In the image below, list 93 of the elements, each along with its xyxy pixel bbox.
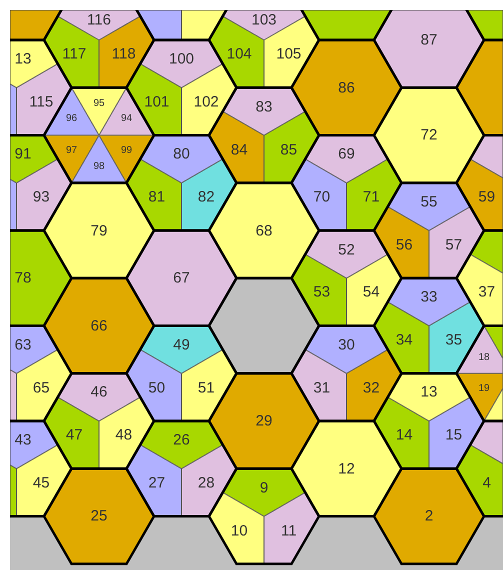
tile-number: 13 <box>420 384 438 400</box>
tile-number: 83 <box>256 99 272 114</box>
tile-number: 87 <box>420 32 438 48</box>
tile-number: 48 <box>115 428 132 443</box>
tile-number: 84 <box>230 142 248 158</box>
tile-number: 34 <box>396 332 413 348</box>
tile-number: 30 <box>338 337 355 352</box>
tile-number: 12 <box>338 461 355 476</box>
tile-number: 101 <box>144 94 170 110</box>
pentagon-tile <box>374 397 429 469</box>
tile-number: 49 <box>173 337 190 352</box>
tile-number: 2 <box>424 508 434 524</box>
tile-number: 4 <box>482 475 491 490</box>
tile-number: 86 <box>338 80 355 96</box>
tile-number: 37 <box>478 284 496 300</box>
tile-number: 97 <box>66 146 78 156</box>
hexagon-tile <box>374 468 484 564</box>
tile-number: 66 <box>90 318 108 334</box>
tile-number: 13 <box>14 52 32 67</box>
tile-number: 15 <box>445 428 462 443</box>
pentagon-tile <box>470 421 503 464</box>
tile-number: 118 <box>112 46 136 62</box>
hexagon-tile <box>374 87 484 183</box>
tile-number: 95 <box>93 98 105 108</box>
tile-number: 100 <box>168 52 194 67</box>
tile-number: 31 <box>313 380 330 396</box>
tile-number: 14 <box>396 428 413 443</box>
tile-number: 10 <box>230 523 248 538</box>
tile-number: 91 <box>14 146 32 162</box>
tile-number: 85 <box>280 142 298 158</box>
tile-number: 51 <box>198 380 215 396</box>
tile-number: 19 <box>478 384 490 394</box>
tile-number: 99 <box>120 146 132 156</box>
empty-hexagon-tile <box>466 10 503 40</box>
tile-number: 65 <box>32 380 50 396</box>
tile-number: 53 <box>313 284 330 300</box>
tile-number: 27 <box>148 475 166 490</box>
tile-number: 104 <box>226 46 252 62</box>
tile-number: 69 <box>338 146 355 162</box>
pentagon-tile <box>209 492 264 564</box>
hexagon-tile <box>44 278 154 374</box>
pentagon-tile <box>429 206 484 279</box>
tile-number: 25 <box>90 508 108 524</box>
tile-number: 71 <box>362 190 380 205</box>
tile-number: 103 <box>251 12 277 28</box>
tile-number: 47 <box>66 428 83 443</box>
pentagon-tile <box>429 397 484 469</box>
tile-number: 43 <box>14 432 32 448</box>
tile-number: 59 <box>478 190 496 205</box>
tile-number: 33 <box>420 290 438 305</box>
tile-number: 82 <box>198 190 215 205</box>
tile-number: 70 <box>313 190 330 205</box>
tile-number: 28 <box>198 475 215 490</box>
hexagon-tile <box>126 230 237 326</box>
tile-number: 55 <box>420 194 438 210</box>
tile-number: 67 <box>173 270 190 286</box>
tile-number: 94 <box>120 114 132 124</box>
hexagon-tile <box>374 10 484 88</box>
tile-number: 79 <box>90 223 108 238</box>
tile-number: 117 <box>62 46 86 62</box>
tile-number: 54 <box>362 284 380 300</box>
tile-number: 80 <box>173 146 190 162</box>
tile-number: 56 <box>396 237 413 252</box>
tile-number: 52 <box>338 242 355 258</box>
tile-number: 63 <box>14 337 32 352</box>
empty-hexagon-tile <box>456 39 503 136</box>
tile-number: 81 <box>148 190 166 205</box>
tile-number: 78 <box>14 270 32 286</box>
tile-number: 105 <box>276 46 302 62</box>
tile-number: 26 <box>173 432 190 448</box>
tile-number: 115 <box>29 94 54 110</box>
tile-number: 102 <box>194 94 219 110</box>
tile-number: 29 <box>256 414 272 429</box>
tile-number: 68 <box>256 223 272 238</box>
tile-number: 45 <box>32 475 50 490</box>
pentagon-tile <box>44 397 99 469</box>
tile-number: 116 <box>87 12 111 28</box>
tile-number: 35 <box>445 332 462 348</box>
tile-number: 98 <box>93 162 105 172</box>
tile-number: 50 <box>148 380 166 396</box>
tile-number: 32 <box>362 380 380 396</box>
tile-number: 57 <box>445 237 462 252</box>
hexagon-tile <box>10 230 72 326</box>
tile-number: 96 <box>66 114 78 124</box>
tile-number: 11 <box>280 523 297 538</box>
pentagon-tile <box>99 397 154 469</box>
tile-number: 46 <box>90 384 108 400</box>
tile-number: 72 <box>420 128 438 143</box>
pentagon-tile <box>470 135 503 178</box>
tile-number: 93 <box>32 190 50 205</box>
tile-number: 9 <box>260 480 268 496</box>
pentagon-tile <box>264 492 319 564</box>
tile-number: 18 <box>478 352 490 363</box>
